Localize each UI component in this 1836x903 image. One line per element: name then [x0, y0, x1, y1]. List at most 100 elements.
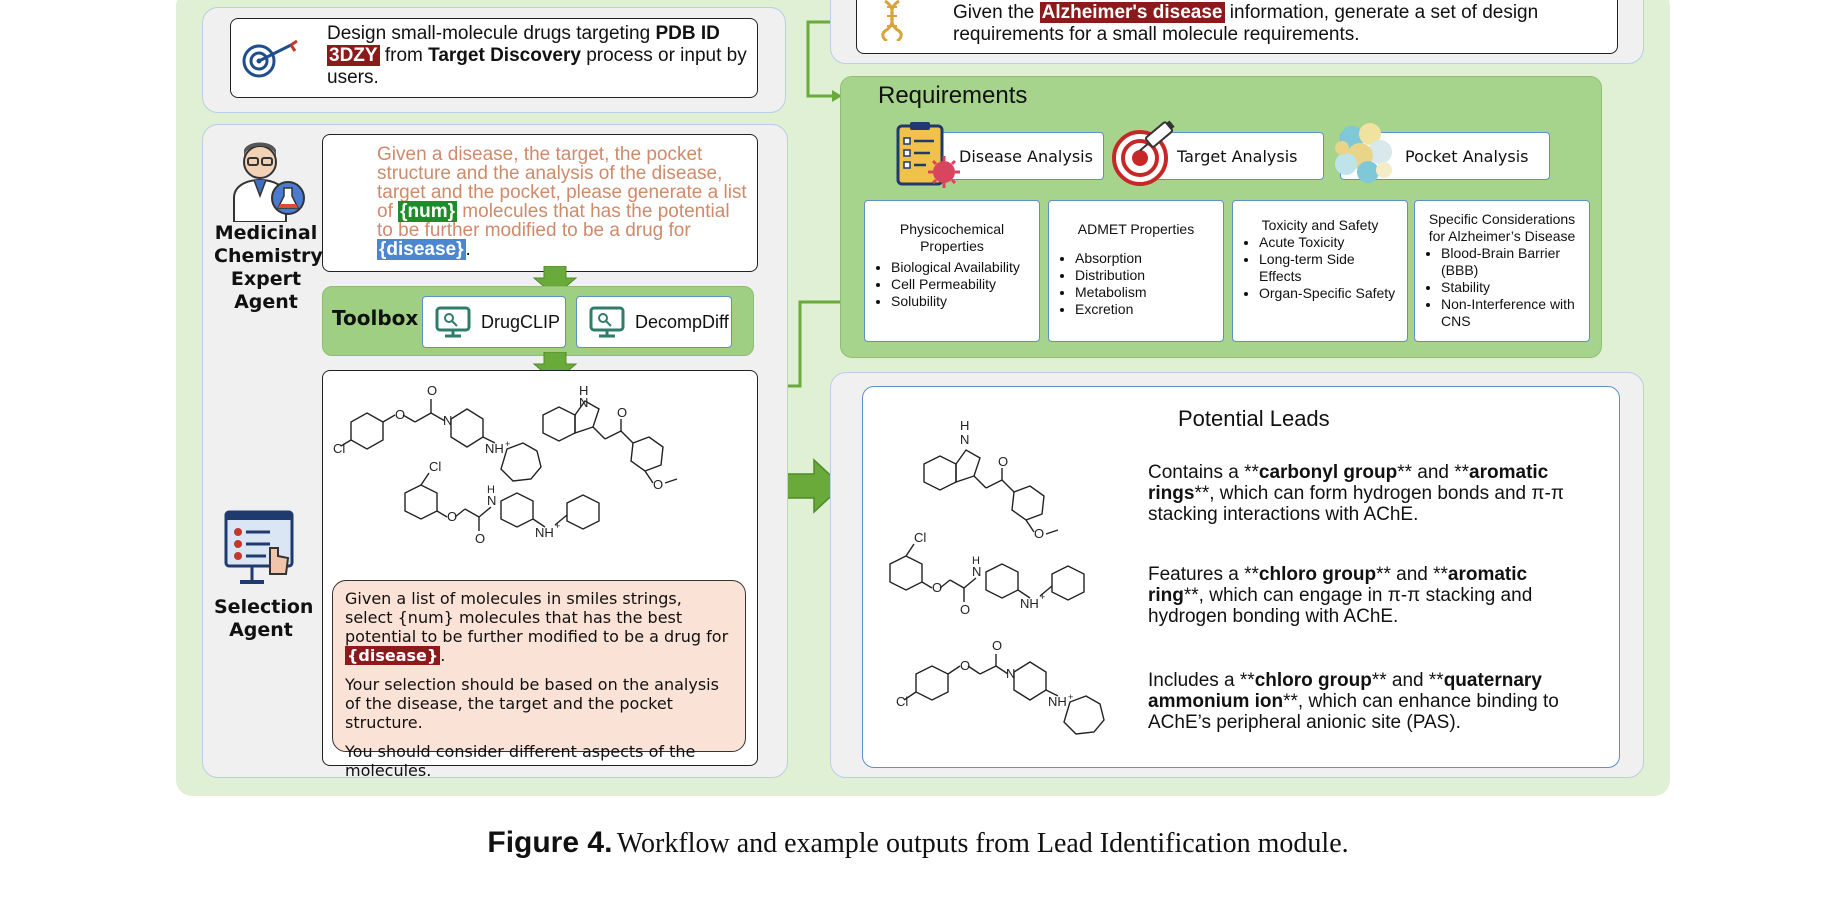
lead-text-part: Includes a ** — [1148, 670, 1255, 691]
atom-cl: Cl — [333, 441, 345, 456]
atom-charge: + — [1040, 592, 1045, 602]
req-item: Metabolism — [1075, 284, 1215, 301]
lead-text-part: ** and ** — [1371, 670, 1444, 691]
atom-h: H — [972, 555, 980, 567]
lead-description-1: Contains a **carbonyl group** and **arom… — [1148, 462, 1588, 525]
figure-caption-text: Workflow and example outputs from Lead I… — [616, 828, 1349, 859]
selection-agent-icon — [224, 510, 294, 584]
lead-text-bold: chloro group — [1258, 564, 1377, 585]
tool-drugclip-label: DrugCLIP — [481, 311, 561, 332]
lead-text-bold: quaternary ammonium ion — [1148, 670, 1542, 712]
connector-arrowhead-1 — [832, 90, 842, 102]
disease-placeholder: {disease} — [377, 239, 466, 260]
atom-charge: + — [505, 439, 510, 449]
atom-nh: NH — [1020, 596, 1039, 611]
target-dart-icon — [242, 39, 298, 78]
req-card-toxicity: Toxicity and Safety Acute Toxicity Long-… — [1232, 200, 1408, 342]
atom-n: N — [1006, 666, 1015, 681]
selection-prompt-p2: Your selection should be based on the an… — [345, 675, 719, 732]
tool-decompdiff-label: DecompDiff — [635, 311, 729, 332]
disease-text: Given the Alzheimer's disease informatio… — [953, 2, 1603, 46]
atom-nh: NH — [485, 441, 504, 456]
leads-molecules-drawing: H N O O Cl O O H N NH + Cl O — [889, 418, 1105, 735]
req-card-title: Physicochemical Properties — [899, 221, 1005, 254]
selection-agent-label: Selection Agent — [214, 596, 314, 641]
task-box: Design small-molecule drugs targeting PD… — [230, 18, 758, 98]
medicinal-agent-label: Medicinal Chemistry Expert Agent — [214, 222, 323, 313]
req-card-title: Specific Considerations for Alzheimer’s … — [1428, 211, 1576, 244]
req-card-title: Toxicity and Safety — [1261, 217, 1379, 233]
monitor-icon — [435, 306, 471, 338]
atom-n: N — [487, 493, 496, 508]
atom-o: O — [932, 580, 942, 595]
medicinal-prompt-b: molecules that has the potential to be f… — [377, 201, 730, 241]
task-pdb-label: PDB ID — [655, 23, 720, 44]
req-item: Distribution — [1075, 267, 1215, 284]
tool-decompdiff[interactable]: DecompDiff — [576, 296, 732, 348]
lead-molecule-2: Cl O O H N NH + — [889, 530, 1085, 617]
req-item: Stability — [1441, 279, 1581, 296]
atom-o: O — [475, 531, 485, 546]
target-syringe-icon — [1112, 120, 1175, 186]
task-text-1: Design small-molecule drugs targeting — [327, 23, 656, 44]
atom-cl: Cl — [914, 530, 926, 545]
leads-box — [862, 386, 1620, 768]
lead-description-3: Includes a **chloro group** and **quater… — [1148, 670, 1588, 733]
req-item: Absorption — [1075, 250, 1215, 267]
req-card-physicochemical: Physicochemical Properties Biological Av… — [864, 200, 1040, 342]
atom-h: H — [579, 383, 588, 398]
lead-text-part: **, which can enhance binding to AChE’s … — [1148, 691, 1559, 733]
medicinal-prompt-c: . — [465, 239, 471, 260]
figure-caption: Figure 4. Workflow and example outputs f… — [0, 826, 1836, 860]
atom-o: O — [1034, 526, 1044, 541]
num-placeholder: {num} — [398, 201, 458, 222]
lead-text-bold: aromatic rings — [1148, 462, 1549, 504]
medicinal-prompt-a: Given a disease, the target, the pocket … — [377, 144, 747, 222]
atom-charge: + — [1068, 692, 1073, 702]
task-target-discovery: Target Discovery — [428, 45, 581, 66]
requirements-title: Requirements — [878, 82, 1028, 109]
target-analysis-box: Target Analysis — [1140, 132, 1324, 180]
atom-o: O — [653, 477, 663, 492]
atom-o: O — [617, 405, 627, 420]
task-text: Design small-molecule drugs targeting PD… — [327, 23, 747, 89]
atom-charge: + — [555, 521, 560, 531]
lead-text-bold: aromatic ring — [1148, 564, 1528, 606]
atom-o: O — [992, 638, 1002, 653]
lead-molecule-1: H N O O — [923, 418, 1059, 541]
atom-n: N — [972, 564, 981, 579]
disease-box: Given the Alzheimer's disease informatio… — [856, 0, 1618, 54]
tool-drugclip[interactable]: DrugCLIP — [422, 296, 566, 348]
lead-text-bold: chloro group — [1254, 670, 1372, 691]
generated-molecules-drawing: Cl O O N NH + H N O O — [333, 383, 678, 546]
medicinal-prompt-text: Given a disease, the target, the pocket … — [377, 144, 747, 260]
req-card-title: ADMET Properties — [1077, 221, 1195, 237]
leads-title: Potential Leads — [1178, 406, 1330, 431]
lead-text-part: ** and ** — [1376, 564, 1448, 585]
selection-p1-b: . — [440, 646, 446, 665]
atom-n: N — [579, 395, 588, 410]
lead-description-2: Features a **chloro group** and **aromat… — [1148, 564, 1588, 627]
monitor-icon — [589, 306, 625, 338]
atom-o: O — [960, 602, 970, 617]
atom-o: O — [998, 454, 1008, 469]
atom-nh: NH — [1048, 694, 1067, 709]
molecule-c: Cl O O H N NH + — [404, 459, 600, 546]
lead-text-part: Features a ** — [1148, 564, 1259, 585]
req-item: Non-Interference with CNS — [1441, 296, 1581, 330]
task-pdb-id: 3DZY — [327, 45, 380, 66]
disease-name: Alzheimer's disease — [1039, 2, 1225, 23]
medicinal-prompt-box: Given a disease, the target, the pocket … — [322, 134, 758, 272]
atom-cl: Cl — [896, 694, 908, 709]
selection-prompt-box: Given a list of molecules in smiles stri… — [332, 580, 746, 780]
clipboard-virus-icon — [896, 122, 960, 188]
atom-n: N — [960, 432, 969, 447]
req-item: Solubility — [891, 293, 1031, 310]
req-item: Excretion — [1075, 301, 1215, 318]
pocket-analysis-label: Pocket Analysis — [1405, 146, 1529, 166]
lead-molecule-3: Cl O O N NH + — [896, 638, 1105, 735]
selection-disease-placeholder: {disease} — [345, 646, 441, 665]
req-card-admet: ADMET Properties Absorption Distribution… — [1048, 200, 1224, 342]
req-card-alzheimers: Specific Considerations for Alzheimer’s … — [1414, 200, 1590, 342]
atom-n: N — [443, 413, 452, 428]
